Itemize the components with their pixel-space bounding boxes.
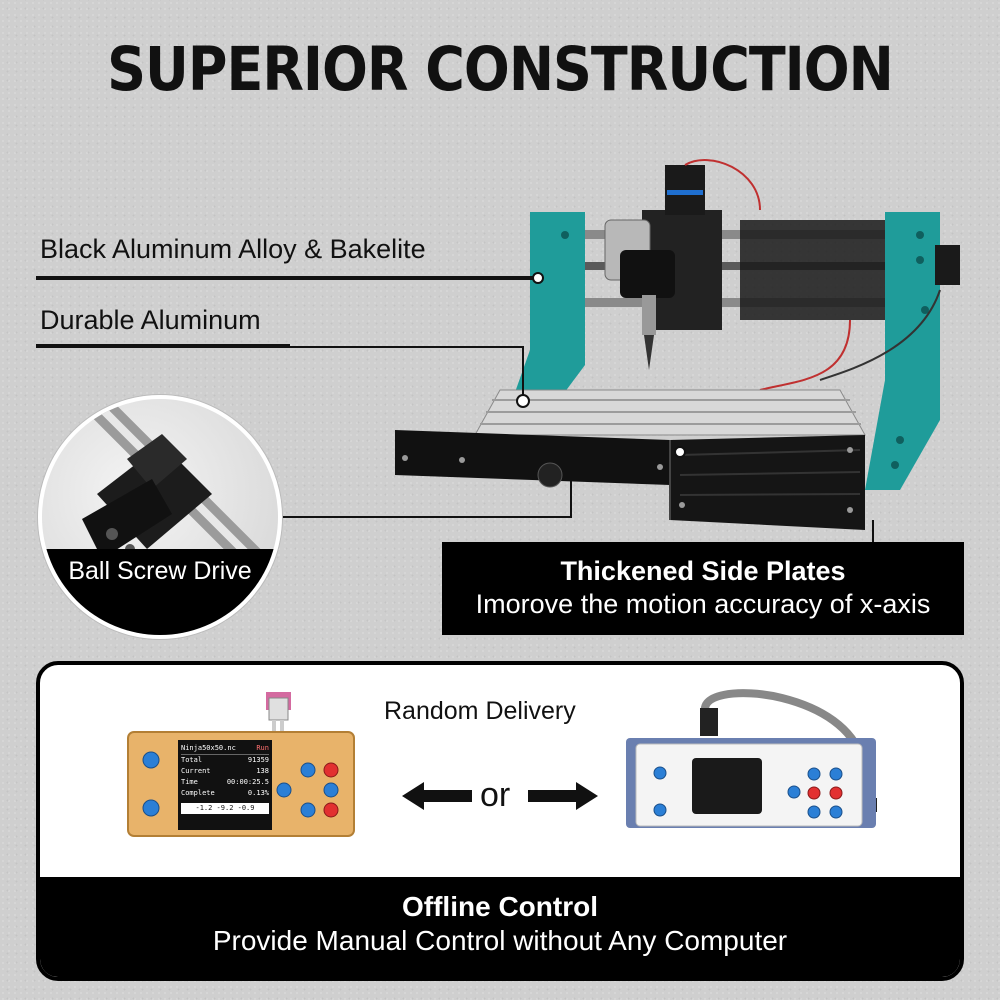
controller-white	[626, 689, 877, 828]
side-plates-box: Thickened Side Plates Imorove the motion…	[442, 542, 964, 635]
callout-line-ball-screw-up	[570, 450, 572, 518]
page-title: SUPERIOR CONSTRUCTION	[107, 34, 894, 105]
offline-control-title: Offline Control	[402, 891, 598, 922]
ball-screw-caption: Ball Screw Drive	[68, 557, 252, 585]
spindle-shaft	[642, 295, 656, 335]
stepper-motor	[935, 245, 960, 285]
controller-gold	[127, 692, 355, 837]
ball-screw-zoom-circle	[38, 395, 282, 639]
side-plates-title: Thickened Side Plates	[560, 556, 846, 586]
screen-row-value: 00:00:25.5	[226, 778, 269, 786]
router-bit	[644, 335, 654, 370]
screen-row-value: 138	[256, 767, 269, 775]
callout-line-ball-screw	[282, 516, 572, 518]
callout-line-durable-aluminum-ext	[288, 346, 524, 348]
callout-line-durable-aluminum	[36, 344, 290, 348]
screen-status: Run	[256, 744, 269, 752]
screen-row-label: Current	[181, 767, 211, 775]
side-plates-subtitle: Imorove the motion accuracy of x-axis	[475, 589, 931, 619]
callout-line-durable-aluminum-drop	[522, 346, 524, 400]
callout-dot-durable-aluminum	[516, 394, 530, 408]
controller-white-screen	[692, 758, 762, 814]
callout-dot-ball-screw	[674, 446, 686, 458]
gantry-back-plate	[740, 220, 890, 320]
or-label: or	[480, 776, 511, 814]
random-delivery-label: Random Delivery	[384, 697, 576, 725]
screen-row-label: Complete	[181, 789, 215, 797]
screen-row-label: Time	[181, 778, 198, 786]
callout-line-side-plates	[872, 520, 874, 544]
screen-row-value: 91359	[247, 756, 269, 764]
screen-filename: Ninja50x50.nc	[181, 744, 236, 752]
callout-aluminum-alloy: Black Aluminum Alloy & Bakelite	[40, 234, 426, 264]
left-side-plate	[508, 212, 585, 412]
arrow-right-icon	[528, 782, 598, 810]
callout-durable-aluminum: Durable Aluminum	[40, 305, 261, 335]
right-side-plate	[865, 212, 940, 490]
spindle-clamp	[620, 250, 675, 298]
cnc-machine-image	[395, 159, 960, 530]
controller-gold-screen	[178, 740, 272, 830]
callout-line-aluminum-alloy	[36, 276, 534, 280]
adjustment-knob	[537, 462, 563, 488]
arrow-left-icon	[402, 782, 472, 810]
screen-row-label: Total	[181, 756, 203, 764]
offline-control-subtitle: Provide Manual Control without Any Compu…	[212, 925, 788, 956]
base-frame-front	[395, 430, 670, 485]
base-frame-right	[670, 435, 865, 530]
callout-dot-aluminum-alloy	[532, 272, 544, 284]
mounting-flange	[82, 479, 172, 559]
screen-coords: -1.2 -9.2 -0.9	[181, 803, 269, 814]
screen-row-value: 0.13%	[247, 789, 269, 797]
offline-control-footer: Offline Control Provide Manual Control w…	[40, 877, 960, 977]
